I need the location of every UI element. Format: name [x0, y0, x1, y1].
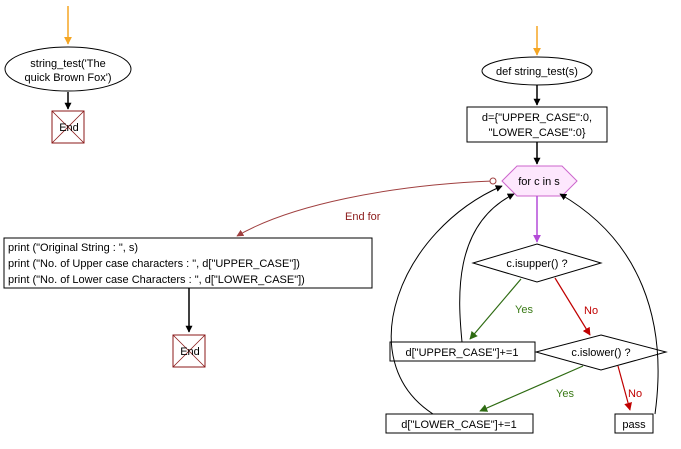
end-for-label: End for: [345, 211, 381, 223]
def-label: def string_test(s): [496, 66, 578, 78]
islower-no-arrow: [617, 365, 632, 411]
init-line-1: d={"UPPER_CASE":0,: [482, 112, 592, 124]
call-label-line1: string_test('The: [30, 58, 105, 70]
isupper-yes-arrow: [469, 278, 522, 340]
call-label-line2: quick Brown Fox'): [24, 72, 111, 84]
pass-label: pass: [622, 419, 646, 431]
lower-loopback-line: [390, 185, 503, 415]
isupper-no-arrow: [554, 277, 591, 336]
print-statements-box: [3, 237, 373, 289]
no-label-1: No: [584, 305, 598, 317]
end-label-bottom: End: [180, 346, 200, 358]
for-loop-hexagon: [501, 165, 578, 197]
end-for-origin-dot: [489, 177, 497, 185]
upper-increment-box: [389, 341, 536, 362]
yes-label-2: Yes: [556, 388, 574, 400]
end-node-bottom: End: [172, 334, 206, 368]
lower-increment-box: [385, 413, 534, 434]
end-for-connector: [236, 180, 494, 237]
print-line-2: print ("No. of Upper case characters : "…: [8, 258, 300, 270]
pass-loopback-line: [559, 193, 659, 415]
print-line-1: print ("Original String : ", s): [8, 242, 138, 254]
init-dict-box: [466, 106, 608, 143]
end-node-top: End: [51, 110, 85, 144]
upper-increment-label: d["UPPER_CASE"]+=1: [406, 347, 519, 359]
call-terminator: [4, 46, 132, 92]
yes-label-1: Yes: [515, 304, 533, 316]
isupper-decision: [471, 243, 603, 283]
no-label-2: No: [628, 388, 642, 400]
print-line-3: print ("No. of Lower case Characters : "…: [8, 274, 305, 286]
init-line-2: "LOWER_CASE":0}: [488, 127, 585, 139]
islower-decision: [534, 334, 668, 371]
isupper-label: c.isupper() ?: [506, 258, 567, 270]
upper-loopback-line: [459, 193, 515, 343]
islower-yes-arrow: [479, 365, 584, 412]
end-label-top: End: [59, 122, 79, 134]
pass-box: [614, 413, 654, 434]
for-loop-label: for c in s: [518, 176, 560, 188]
lower-increment-label: d["LOWER_CASE"]+=1: [401, 419, 516, 431]
islower-label: c.islower() ?: [571, 347, 630, 359]
